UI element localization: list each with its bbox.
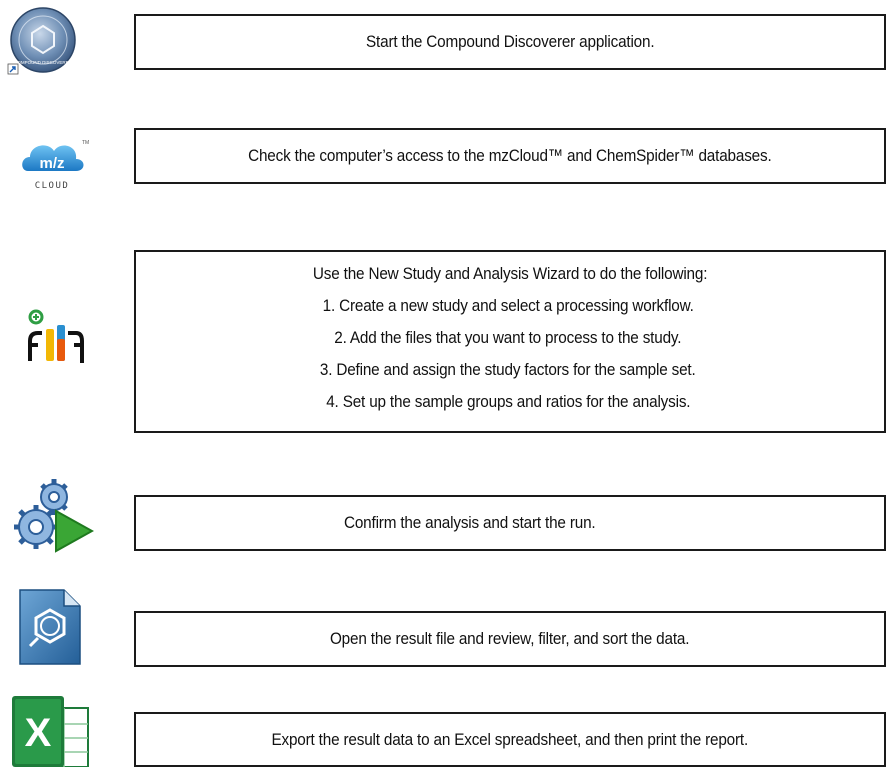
step-wizard: Use the New Study and Analysis Wizard to…	[134, 250, 886, 433]
result-file-icon	[18, 588, 82, 666]
step-start-application: Start the Compound Discoverer applicatio…	[134, 14, 886, 70]
wizard-item: 4. Set up the sample groups and ratios f…	[325, 392, 691, 411]
step-text: Open the result file and review, filter,…	[330, 629, 690, 648]
step-text: Start the Compound Discoverer applicatio…	[365, 32, 655, 51]
step-export-print: Export the result data to an Excel sprea…	[134, 712, 886, 767]
excel-icon: X	[10, 694, 90, 768]
step-text: Check the computer’s access to the mzClo…	[248, 146, 772, 165]
run-gears-icon	[10, 475, 95, 555]
step-text: Confirm the analysis and start the run.	[344, 513, 596, 532]
step-confirm-run: Confirm the analysis and start the run.	[134, 495, 886, 551]
wizard-heading: Use the New Study and Analysis Wizard to…	[312, 264, 708, 283]
mz-tm: TM	[82, 140, 89, 146]
compound-discoverer-icon: COMPOUND DISCOVERER	[6, 6, 76, 78]
mz-text: m/z	[39, 155, 64, 172]
cloud-label: CLOUD	[35, 181, 70, 191]
step-text: Export the result data to an Excel sprea…	[271, 729, 749, 749]
step-check-databases: Check the computer’s access to the mzClo…	[134, 128, 886, 184]
excel-letter: X	[25, 711, 52, 755]
wizard-item: 2. Add the files that you want to proces…	[334, 328, 682, 347]
wizard-item: 1. Create a new study and select a proce…	[322, 296, 694, 315]
study-wizard-icon	[24, 305, 88, 369]
step-open-result: Open the result file and review, filter,…	[134, 611, 886, 667]
mzcloud-icon: m/z TM CLOUD	[20, 125, 92, 197]
wizard-item: 3. Define and assign the study factors f…	[320, 360, 696, 379]
cd-logo-text: COMPOUND DISCOVERER	[14, 60, 73, 65]
